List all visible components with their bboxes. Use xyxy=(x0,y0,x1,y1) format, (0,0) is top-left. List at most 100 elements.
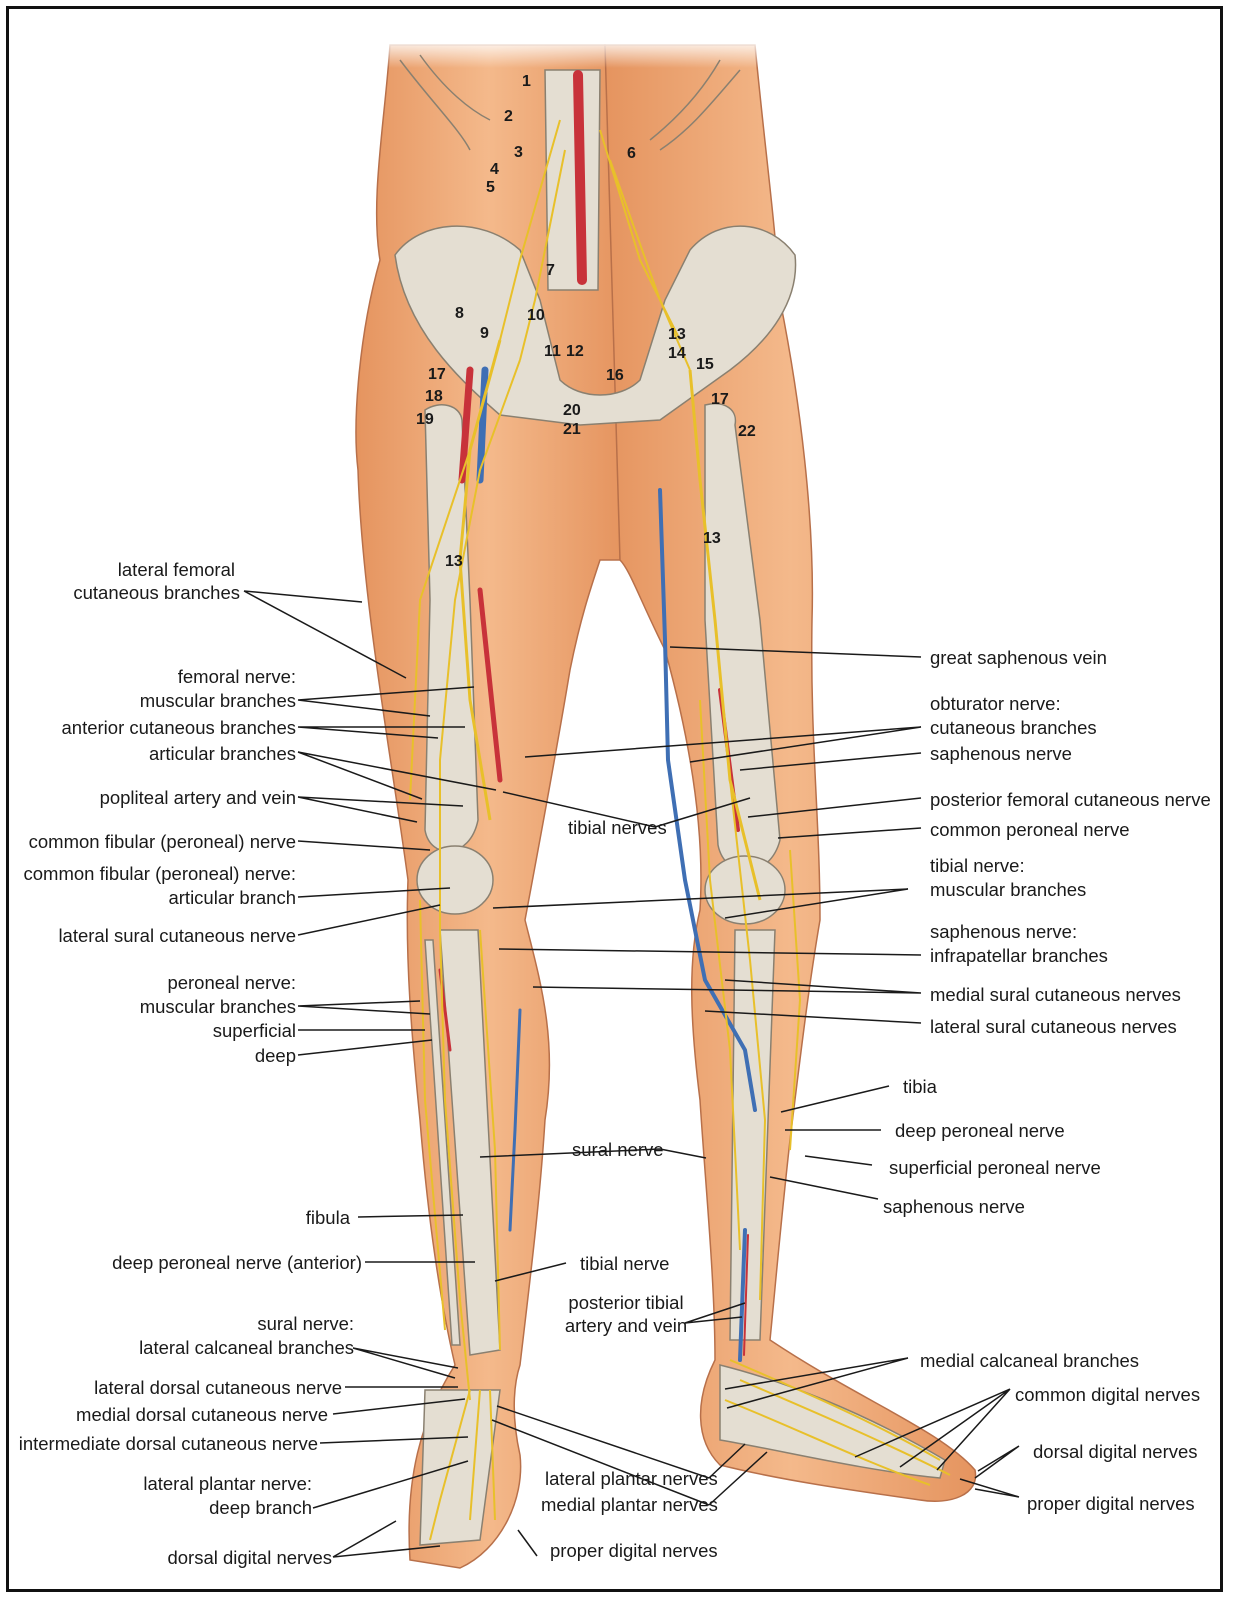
region-numbers: 1 2 3 4 5 6 7 8 9 10 11 12 13 14 15 16 1… xyxy=(416,73,756,570)
label-deep-peroneal-anterior: deep peroneal nerve (anterior) xyxy=(112,1252,362,1273)
right-obturator-nerve xyxy=(688,369,762,901)
left-sciatic-branches xyxy=(409,359,521,930)
label-medial-sural: medial sural cutaneous nerves xyxy=(930,984,1181,1005)
label-proper-digital-center: proper digital nerves xyxy=(550,1540,718,1561)
label-sural-nerve-lat-1: sural nerve: xyxy=(257,1313,354,1334)
number-13-upper: 13 xyxy=(668,326,686,343)
number-8: 8 xyxy=(455,305,464,322)
left-popliteal-artery xyxy=(477,587,503,783)
number-19: 19 xyxy=(416,411,434,428)
label-peroneal-nerve-2: muscular branches xyxy=(140,996,296,1017)
label-proper-digital-right: proper digital nerves xyxy=(1027,1493,1195,1514)
label-great-saphenous: great saphenous vein xyxy=(930,647,1107,668)
number-13-right-thigh: 13 xyxy=(703,530,721,547)
label-obturator-1: obturator nerve: xyxy=(930,693,1061,714)
label-common-fibular-art-1: common fibular (peroneal) nerve: xyxy=(24,863,297,884)
left-femoral-vein xyxy=(476,366,489,484)
number-3: 3 xyxy=(514,144,523,161)
pelvis xyxy=(394,225,797,426)
label-dorsal-digital-right: dorsal digital nerves xyxy=(1033,1441,1198,1462)
number-9: 9 xyxy=(480,325,489,342)
number-22: 22 xyxy=(738,423,756,440)
label-post-femoral-cut: posterior femoral cutaneous nerve xyxy=(930,789,1211,810)
label-common-fibular: common fibular (peroneal) nerve xyxy=(29,831,296,852)
number-13-left-thigh: 13 xyxy=(445,553,463,570)
number-1: 1 xyxy=(522,73,531,90)
right-femur xyxy=(704,403,781,872)
right-posterior-tibial-artery xyxy=(743,1234,749,1356)
number-6: 6 xyxy=(627,145,636,162)
right-leg-nerves xyxy=(699,699,802,1301)
label-superficial-peroneal: superficial peroneal nerve xyxy=(889,1157,1101,1178)
label-tibial-muscular-1: tibial nerve: xyxy=(930,855,1025,876)
number-4: 4 xyxy=(490,161,499,178)
left-patella xyxy=(416,845,494,915)
aorta xyxy=(573,70,587,285)
label-superficial: superficial xyxy=(213,1020,296,1041)
number-2: 2 xyxy=(504,108,513,125)
label-fibula: fibula xyxy=(306,1207,351,1228)
number-18: 18 xyxy=(425,388,443,405)
label-peroneal-nerve-1: peroneal nerve: xyxy=(167,972,296,993)
label-deep-peroneal: deep peroneal nerve xyxy=(895,1120,1065,1141)
label-lat-plantar-deep-2: deep branch xyxy=(209,1497,312,1518)
left-labels: lateral femoral cutaneous branches femor… xyxy=(19,559,362,1568)
label-saphenous-infra-2: infrapatellar branches xyxy=(930,945,1108,966)
label-lat-dorsal-cut: lateral dorsal cutaneous nerve xyxy=(94,1377,342,1398)
label-post-tibial-1: posterior tibial xyxy=(568,1292,683,1313)
label-lateral-sural: lateral sural cutaneous nerve xyxy=(58,925,296,946)
number-21: 21 xyxy=(563,421,581,438)
label-medial-calcaneal: medial calcaneal branches xyxy=(920,1350,1139,1371)
label-tibia: tibia xyxy=(903,1076,938,1097)
label-medial-plantar: medial plantar nerves xyxy=(541,1494,718,1515)
label-tibial-muscular-2: muscular branches xyxy=(930,879,1086,900)
number-12: 12 xyxy=(566,343,584,360)
number-7: 7 xyxy=(546,262,555,279)
label-int-dorsal-cut: intermediate dorsal cutaneous nerve xyxy=(19,1433,318,1454)
label-saphenous: saphenous nerve xyxy=(930,743,1072,764)
label-sural-nerve-lat-2: lateral calcaneal branches xyxy=(139,1337,354,1358)
left-tibial-vein xyxy=(508,1008,522,1232)
left-femoral-artery xyxy=(458,366,474,484)
label-post-tibial-2: artery and vein xyxy=(565,1315,687,1336)
left-foot-bones xyxy=(419,1389,501,1546)
label-popliteal: popliteal artery and vein xyxy=(100,787,296,808)
number-5: 5 xyxy=(486,179,495,196)
label-saphenous-low: saphenous nerve xyxy=(883,1196,1025,1217)
number-11: 11 xyxy=(544,343,561,360)
label-tibial-nerves: tibial nerves xyxy=(568,817,667,838)
right-great-saphenous-vein xyxy=(658,488,757,1112)
right-labels: great saphenous vein obturator nerve: cu… xyxy=(883,647,1211,1514)
right-leg xyxy=(604,44,977,1502)
number-14: 14 xyxy=(668,345,686,362)
number-17-left: 17 xyxy=(428,366,446,383)
ribs xyxy=(399,54,741,151)
right-tibia xyxy=(729,929,776,1341)
right-foot-nerves xyxy=(724,1359,951,1486)
number-17-right: 17 xyxy=(711,391,729,408)
label-dorsal-digital-left: dorsal digital nerves xyxy=(167,1547,332,1568)
right-posterior-tibial-vessels xyxy=(738,1228,747,1362)
label-anterior-cutaneous: anterior cutaneous branches xyxy=(62,717,296,738)
label-sural-nerve: sural nerve xyxy=(572,1139,664,1160)
label-med-dorsal-cut: medial dorsal cutaneous nerve xyxy=(76,1404,328,1425)
label-lat-plantar-deep-1: lateral plantar nerve: xyxy=(143,1473,312,1494)
left-leg-nerves xyxy=(419,899,501,1401)
left-foot-nerves xyxy=(429,1389,496,1541)
left-fibula xyxy=(424,939,461,1346)
top-fade xyxy=(370,38,770,68)
number-16: 16 xyxy=(606,367,624,384)
label-common-peroneal: common peroneal nerve xyxy=(930,819,1130,840)
number-10: 10 xyxy=(527,307,545,324)
label-obturator-2: cutaneous branches xyxy=(930,717,1097,738)
label-lateral-sural-right: lateral sural cutaneous nerves xyxy=(930,1016,1177,1037)
label-femoral-nerve-2: muscular branches xyxy=(140,690,296,711)
number-20: 20 xyxy=(563,402,581,419)
label-tibial-nerve: tibial nerve xyxy=(580,1253,669,1274)
label-articular-branches: articular branches xyxy=(149,743,296,764)
label-common-digital: common digital nerves xyxy=(1015,1384,1200,1405)
label-lateral-plantar: lateral plantar nerves xyxy=(545,1468,718,1489)
label-saphenous-infra-1: saphenous nerve: xyxy=(930,921,1077,942)
spine xyxy=(544,69,601,291)
